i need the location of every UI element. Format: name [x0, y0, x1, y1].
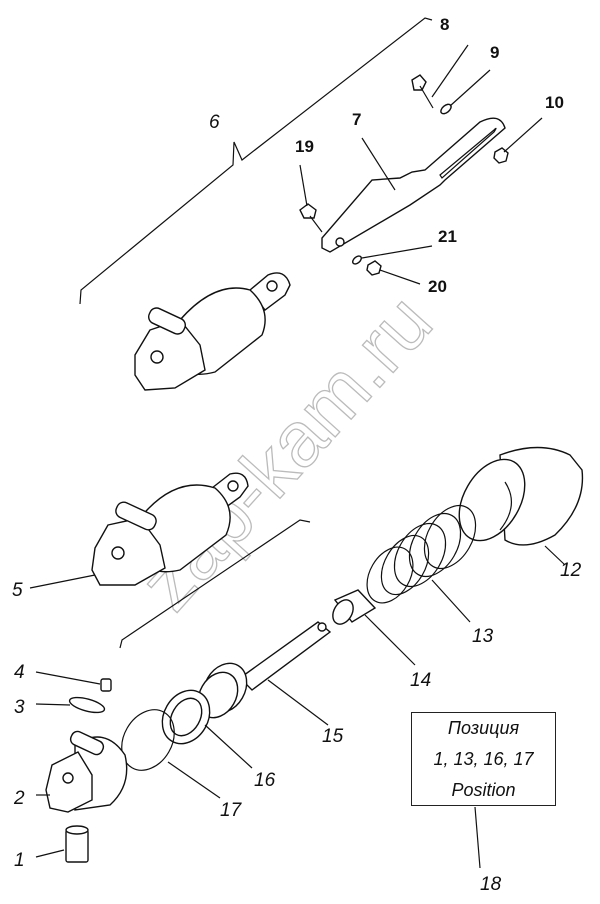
- bolt-part-19: [299, 203, 323, 233]
- leader-lines: [29, 44, 566, 869]
- callout-18: 18: [480, 874, 502, 895]
- sleeve-part-14: [332, 589, 377, 625]
- pin-part-1: [65, 825, 89, 863]
- position-note-box: Позиция 1, 13, 16, 17 Position: [411, 712, 556, 806]
- callout-3: 3: [14, 697, 25, 718]
- ring-part-17: [121, 709, 175, 771]
- note-line-russian: Позиция: [447, 718, 520, 738]
- callout-19: 19: [295, 137, 314, 156]
- washer-part-21: [352, 255, 362, 265]
- callout-14: 14: [410, 670, 431, 691]
- assembly-bracket-lower: [119, 519, 311, 649]
- callout-21: 21: [438, 227, 457, 246]
- plate-part-3: [68, 696, 106, 714]
- bolt-part-8: [411, 74, 434, 109]
- brake-chamber-assembly-6: [134, 272, 291, 391]
- callout-15: 15: [322, 726, 344, 747]
- nut-part-20: [366, 260, 382, 276]
- note-line-english: Position: [451, 780, 516, 800]
- callout-2: 2: [13, 788, 25, 809]
- brake-chamber-part-5: [91, 472, 249, 586]
- callout-17: 17: [220, 800, 243, 821]
- callout-5: 5: [12, 580, 23, 601]
- callout-10: 10: [545, 93, 564, 112]
- callout-8: 8: [440, 15, 449, 34]
- washer-part-9: [440, 103, 452, 115]
- lever-part-7: [321, 117, 506, 253]
- callout-16: 16: [254, 770, 276, 791]
- housing-part-2: [45, 730, 128, 813]
- callout-1: 1: [14, 850, 25, 871]
- callout-7: 7: [352, 110, 361, 129]
- callout-6: 6: [209, 112, 220, 133]
- callout-13: 13: [472, 626, 494, 647]
- callout-9: 9: [490, 43, 499, 62]
- callout-12: 12: [560, 560, 582, 581]
- pushrod-part-15: [197, 621, 332, 719]
- cylinder-part-12: [458, 446, 584, 546]
- callout-20: 20: [428, 277, 447, 296]
- callout-4: 4: [14, 662, 25, 683]
- pin-part-4: [100, 678, 112, 692]
- assembly-bracket-6: [79, 17, 433, 305]
- spring-part-13: [366, 504, 477, 604]
- note-line-positions: 1, 13, 16, 17: [433, 749, 534, 769]
